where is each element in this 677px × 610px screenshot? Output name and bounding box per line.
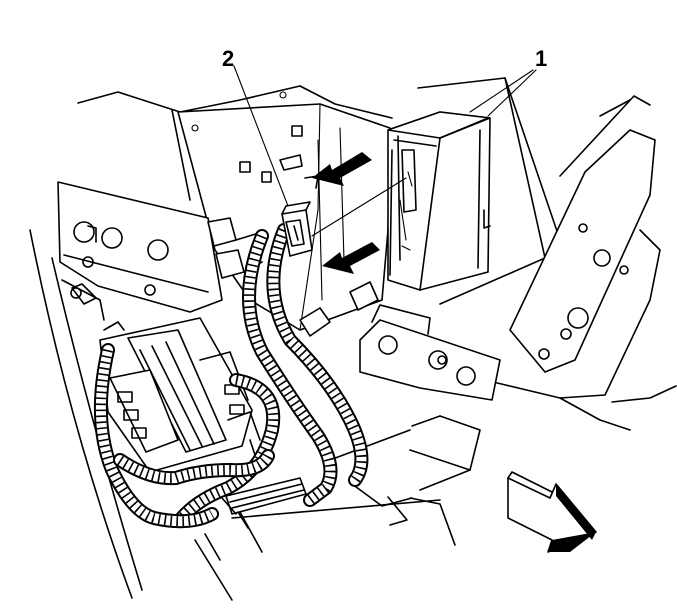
callout-label-1: 1 bbox=[535, 46, 547, 71]
callout-leaders bbox=[233, 65, 537, 207]
insert-direction-arrow-icon bbox=[312, 152, 380, 274]
module-component-1 bbox=[387, 111, 491, 291]
fuse-block-assembly bbox=[99, 317, 261, 481]
connector-component-2 bbox=[281, 171, 413, 257]
wiring-harness bbox=[93, 223, 369, 529]
bracket-connectors bbox=[207, 217, 379, 337]
front-direction-arrow-icon bbox=[507, 471, 597, 553]
callout-label-2: 2 bbox=[222, 46, 234, 71]
